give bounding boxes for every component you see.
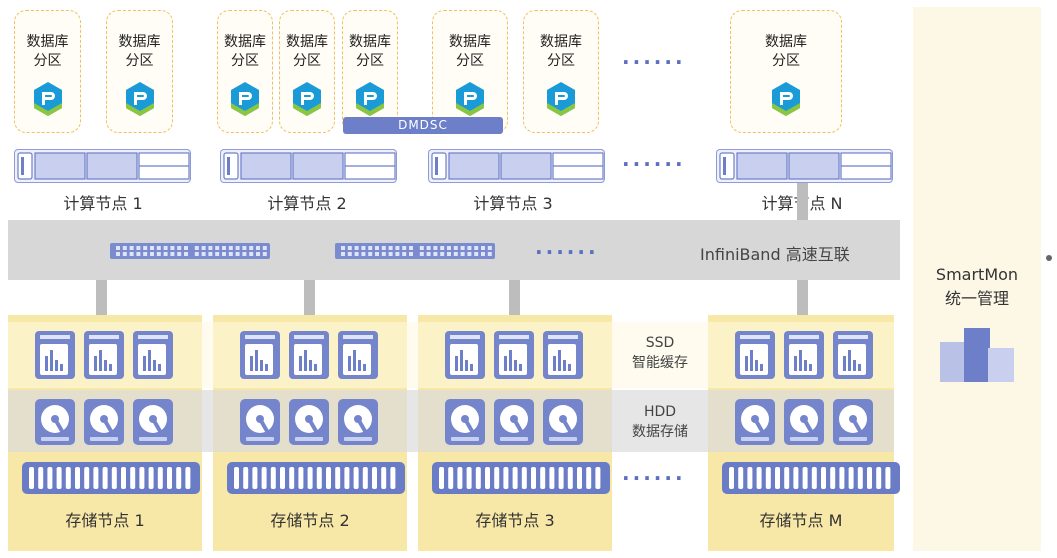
server-icon (220, 149, 397, 183)
database-partition[interactable]: 数据库 分区 (342, 10, 398, 133)
ssd-icon (35, 331, 75, 379)
ssd-icon (240, 331, 280, 379)
database-logo-icon (356, 82, 384, 116)
database-partition[interactable]: 数据库 分区 (279, 10, 335, 133)
database-logo-icon (456, 82, 484, 116)
ssd-label: SSD 智能缓存 (632, 335, 688, 371)
storage-ellipsis: ······ (622, 466, 686, 490)
hdd-icon (445, 399, 485, 445)
smartmon-panel[interactable] (913, 7, 1041, 551)
hdd-icon (784, 399, 824, 445)
connector-line (304, 280, 315, 316)
database-logo-icon (125, 82, 154, 116)
ssd-icon (735, 331, 775, 379)
ssd-icon (289, 331, 329, 379)
hdd-icon (543, 399, 583, 445)
database-partition[interactable]: 数据库 分区 (217, 10, 273, 133)
database-partition[interactable]: 数据库 分区 (730, 10, 842, 133)
partition-label: 数据库 分区 (26, 34, 69, 69)
partition-label: 数据库 分区 (118, 34, 161, 69)
ssd-icon (445, 331, 485, 379)
server-icon (428, 149, 605, 183)
hdd-icon (494, 399, 534, 445)
database-logo-icon (293, 82, 321, 116)
storage-node-label: 存储节点 3 (475, 511, 555, 530)
partition-label: 数据库 分区 (349, 34, 391, 69)
connector-line (797, 183, 808, 220)
storage-node-label: 存储节点 1 (65, 511, 145, 530)
storage-node-label: 存储节点 M (759, 511, 843, 530)
hdd-icon (84, 399, 124, 445)
database-partition[interactable]: 数据库 分区 (14, 10, 81, 133)
collapse-handle[interactable] (1046, 255, 1052, 261)
ssd-icon (543, 331, 583, 379)
ssd-icon (494, 331, 534, 379)
compute-node-label: 计算节点 3 (473, 194, 553, 213)
partition-label: 数据库 分区 (449, 34, 491, 69)
server-icon (716, 149, 893, 183)
hdd-icon (133, 399, 173, 445)
database-partition[interactable]: 数据库 分区 (432, 10, 508, 133)
ssd-icon (338, 331, 378, 379)
hdd-icon (735, 399, 775, 445)
disk-array-icon (432, 462, 610, 494)
compute-ellipsis: ······ (622, 152, 686, 176)
storage-node-label: 存储节点 2 (270, 511, 350, 530)
hdd-icon (833, 399, 873, 445)
connector-line (96, 280, 107, 316)
database-logo-icon (33, 82, 62, 116)
connector-line (797, 280, 808, 316)
hdd-icon (289, 399, 329, 445)
server-icon (14, 149, 191, 183)
compute-node-label: 计算节点 2 (267, 194, 347, 213)
database-logo-icon (772, 82, 800, 116)
partition-label: 数据库 分区 (540, 34, 582, 69)
partition-label: 数据库 分区 (765, 34, 807, 69)
partition-ellipsis: ······ (622, 50, 686, 74)
smartmon-label: SmartMon 统一管理 (935, 265, 1019, 308)
hdd-icon (240, 399, 280, 445)
hdd-label: HDD 数据存储 (632, 404, 688, 440)
bar-chart-icon (940, 328, 1014, 382)
compute-node-label: 计算节点 1 (63, 194, 143, 213)
ssd-icon (133, 331, 173, 379)
ssd-icon (84, 331, 124, 379)
disk-array-icon (227, 462, 405, 494)
dmdsc-bar[interactable]: DMDSC (343, 117, 503, 134)
partition-label: 数据库 分区 (286, 34, 328, 69)
database-partition[interactable]: 数据库 分区 (106, 10, 173, 133)
hdd-icon (338, 399, 378, 445)
database-partition[interactable]: 数据库 分区 (523, 10, 599, 133)
disk-array-icon (22, 462, 200, 494)
ssd-icon (833, 331, 873, 379)
partition-label: 数据库 分区 (224, 34, 266, 69)
connector-line (509, 280, 520, 316)
network-switch-icon (335, 243, 495, 259)
network-ellipsis: ······ (535, 240, 599, 264)
database-logo-icon (547, 82, 575, 116)
disk-array-icon (722, 462, 900, 494)
network-switch-icon (110, 243, 270, 259)
database-logo-icon (231, 82, 259, 116)
infiniband-label: InfiniBand 高速互联 (700, 245, 850, 264)
ssd-icon (784, 331, 824, 379)
hdd-icon (35, 399, 75, 445)
